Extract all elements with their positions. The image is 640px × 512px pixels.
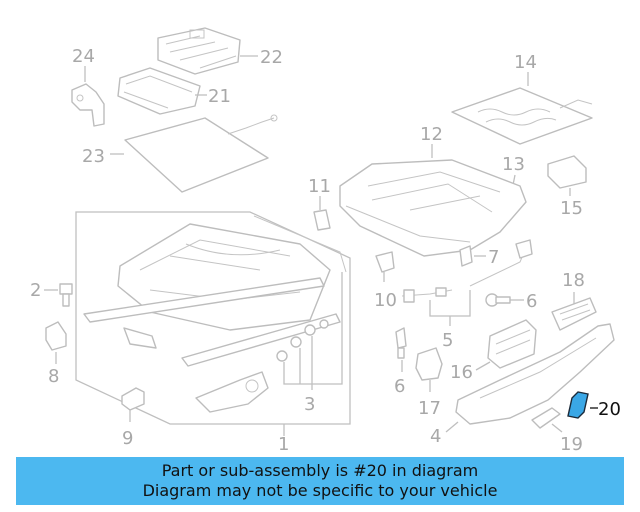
part-11-clip — [313, 209, 331, 231]
callout-18: 18 — [562, 270, 585, 291]
part-18-switch — [551, 297, 597, 331]
banner-line-1: Part or sub-assembly is #20 in diagram — [161, 461, 479, 480]
part-12-seat-cushion — [339, 159, 527, 257]
part-16-motor — [487, 319, 537, 369]
part-4-side-trim — [455, 323, 615, 425]
part-8-bracket — [45, 321, 67, 351]
callout-16: 16 — [450, 362, 473, 383]
callout-12: 12 — [420, 124, 443, 145]
parts-diagram: 22 21 24 23 14 12 13 15 11 — [30, 27, 621, 455]
part-2-bolt — [59, 283, 73, 307]
part-24-bracket — [71, 83, 105, 127]
part-9-cover — [121, 387, 145, 411]
callout-1: 1 — [278, 434, 289, 455]
part-23-heater-mat — [124, 114, 278, 193]
callout-6b: 6 — [526, 291, 537, 312]
part-1-seat-frame-box — [75, 211, 351, 425]
callout-8: 8 — [48, 366, 59, 387]
callout-11: 11 — [308, 176, 331, 197]
part-10-clip — [375, 251, 395, 273]
part-1-seat-frame — [83, 215, 347, 367]
callout-14: 14 — [514, 52, 537, 73]
part-3-fasteners — [276, 319, 329, 362]
banner-line-2: Diagram may not be specific to your vehi… — [142, 481, 498, 500]
callout-20: 20 — [598, 399, 621, 420]
part-7-clip — [459, 245, 473, 267]
callout-24: 24 — [72, 46, 95, 67]
callout-22: 22 — [260, 47, 283, 68]
callout-10: 10 — [374, 290, 397, 311]
callout-4: 4 — [430, 426, 441, 447]
notice-banner: Part or sub-assembly is #20 in diagram D… — [16, 457, 624, 505]
part-6-fastener-right — [485, 293, 511, 307]
callout-9: 9 — [122, 428, 133, 449]
part-14-heater-pad — [451, 87, 593, 145]
part-19-cover — [531, 407, 561, 429]
part-22-module — [157, 27, 241, 75]
callout-13: 13 — [502, 154, 525, 175]
callout-2: 2 — [30, 280, 41, 301]
callout-23: 23 — [82, 146, 105, 167]
callout-21: 21 — [208, 86, 231, 107]
callout-6a: 6 — [394, 376, 405, 397]
part-15-connector — [547, 155, 587, 189]
callout-17: 17 — [418, 398, 441, 419]
part-5-wiring-harness — [401, 239, 533, 303]
callout-5: 5 — [442, 330, 453, 351]
callout-19: 19 — [560, 434, 583, 455]
part-6-fastener-left — [395, 327, 407, 359]
callout-15: 15 — [560, 198, 583, 219]
part-17-connector — [415, 347, 443, 381]
part-21-control-unit — [117, 67, 201, 115]
part-seat-motor — [195, 371, 269, 413]
callout-7: 7 — [488, 247, 499, 268]
callout-3: 3 — [304, 394, 315, 415]
part-20-highlighted — [567, 391, 589, 419]
